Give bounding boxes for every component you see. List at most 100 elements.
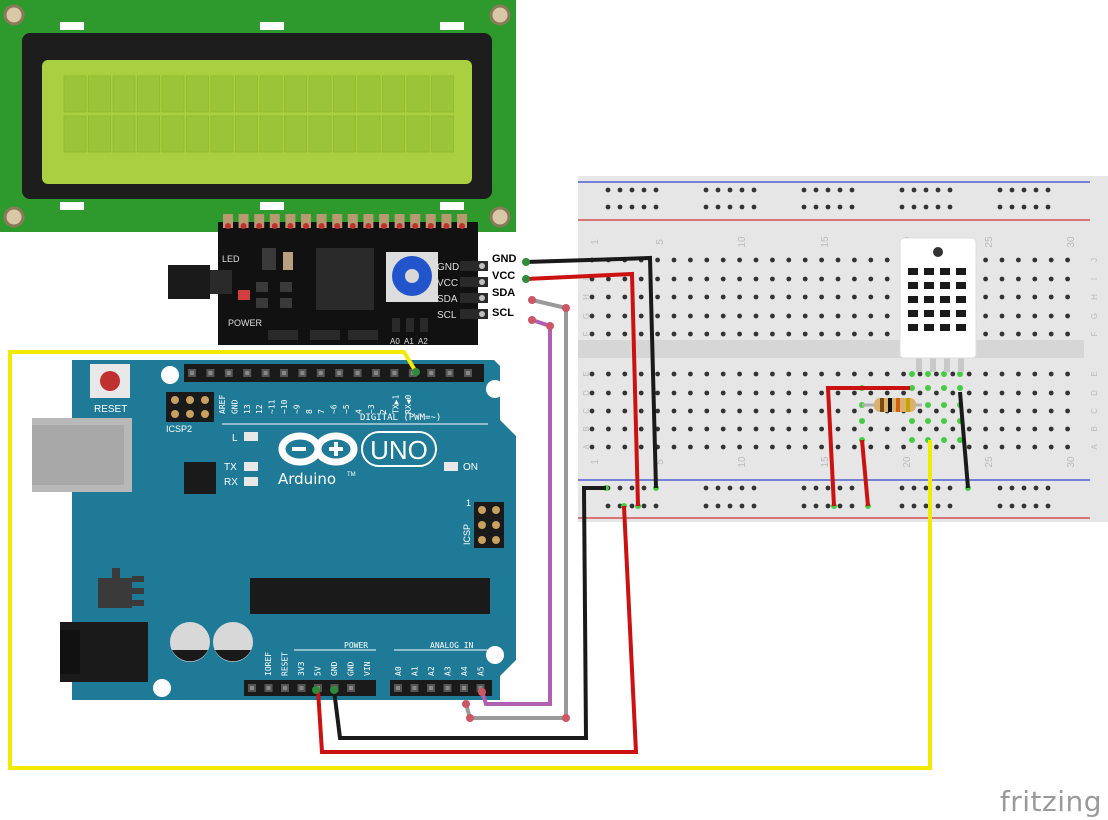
breadboard-row-letter: C <box>582 408 591 414</box>
icsp-label: ICSP <box>462 524 472 545</box>
breadboard-column-number: 20 <box>902 456 913 468</box>
breadboard-column-number: 10 <box>737 456 748 468</box>
wire-red-sensor <box>860 439 870 507</box>
breadboard-column-number: 15 <box>820 456 831 468</box>
l-label: L <box>232 433 238 444</box>
icsp2-label: ICSP2 <box>166 424 192 434</box>
arduino-pin-label: TX▶1 <box>392 395 401 414</box>
rx-label: RX <box>224 477 238 488</box>
arduino-pin-label: GND <box>347 661 356 676</box>
arduino-pin-label: A5 <box>477 666 486 676</box>
lcd-display <box>0 0 516 232</box>
svg-text:VCC: VCC <box>437 278 458 289</box>
breadboard-row-letter: J <box>1090 258 1099 262</box>
arduino-pin-label: 2 <box>379 409 388 414</box>
svg-text:SCL: SCL <box>437 310 457 321</box>
i2c-address-label: A1 <box>404 337 414 346</box>
svg-text:GND: GND <box>437 262 459 273</box>
breadboard-row-letter: E <box>1090 371 1099 376</box>
breadboard-row-letter: D <box>582 390 591 396</box>
breadboard-row-letter: C <box>1090 408 1099 414</box>
arduino-pin-label: GND <box>330 661 339 676</box>
arduino-pin-label: ~11 <box>268 399 277 414</box>
digital-header: DIGITAL (PWM=~) <box>360 413 441 423</box>
arduino-pin-label: 7 <box>317 409 326 414</box>
wire-red-i2c-vcc <box>525 271 640 507</box>
breadboard-row-letter: G <box>582 313 591 319</box>
arduino-pin-label: A1 <box>411 666 420 676</box>
i2c-pin-gnd-label: GND <box>492 253 517 265</box>
arduino-pin-label: ~10 <box>280 399 289 414</box>
i2c-address-label: A0 <box>390 337 400 346</box>
i2c-address-label: A2 <box>418 337 428 346</box>
arduino-pin-label: AREF <box>218 395 227 414</box>
breadboard-column-number: 5 <box>655 459 666 465</box>
icsp-pin1-label: 1 <box>466 498 471 508</box>
breadboard-row-letter: F <box>582 331 591 336</box>
breadboard-column-number: 1 <box>590 239 601 245</box>
breadboard-row-letter: A <box>1090 444 1099 450</box>
resistor <box>862 398 922 412</box>
breadboard-column-number: 1 <box>590 459 601 465</box>
arduino-pin-label: 4 <box>354 409 363 414</box>
i2c-pin-labels: GND VCC SDA SCL <box>492 253 517 319</box>
breadboard-row-letter: G <box>1090 313 1099 319</box>
arduino-pin-label: ~3 <box>367 404 376 414</box>
breadboard-column-number: 30 <box>1066 236 1077 248</box>
breadboard-row-letter: B <box>582 426 591 431</box>
arduino-pin-label: RX◀0 <box>404 395 413 414</box>
wire-yellow <box>8 350 932 770</box>
arduino-pin-label: 13 <box>243 404 252 414</box>
arduino-pin-label: IOREF <box>264 652 273 676</box>
dht22-sensor <box>899 237 977 372</box>
breadboard-column-number: 15 <box>820 236 831 248</box>
tx-label: TX <box>224 462 237 473</box>
breadboard-row-letter: H <box>582 294 591 300</box>
uno-label: UNO <box>370 435 428 465</box>
wire-black-sensor-gnd <box>958 391 970 489</box>
power-header: POWER <box>344 641 368 650</box>
reset-label: RESET <box>94 404 127 415</box>
wire-red-resistor <box>825 386 910 507</box>
arduino-brand-label: Arduino <box>278 470 336 488</box>
arduino-pin-label: 12 <box>255 404 264 414</box>
wire-black-i2c-gnd <box>525 255 658 489</box>
i2c-pin-scl-label: SCL <box>492 307 514 319</box>
arduino-pin-label: ~5 <box>342 404 351 414</box>
arduino-logo <box>278 432 358 466</box>
arduino-pin-label: ~6 <box>330 404 339 414</box>
breadboard-row-letter: D <box>1090 390 1099 396</box>
arduino-pin-label: 3V3 <box>297 661 306 676</box>
arduino-pin-label: A4 <box>460 666 469 676</box>
i2c-pin-vcc-label: VCC <box>492 270 515 282</box>
on-label: ON <box>463 462 478 473</box>
breadboard-row-letter: E <box>582 371 591 376</box>
power-label: POWER <box>228 318 263 328</box>
arduino-pin-label: 5V <box>314 666 323 676</box>
arduino-pin-label: A0 <box>394 666 403 676</box>
arduino-pin-label: 8 <box>305 409 314 414</box>
wire-red-5v <box>316 505 639 754</box>
breadboard-column-number: 30 <box>1066 456 1077 468</box>
arduino-pin-label: VIN <box>363 661 372 676</box>
lcd-character-grid <box>63 75 454 153</box>
wires <box>8 255 970 770</box>
wire-endpoints <box>312 258 570 722</box>
breadboard-row-letter: I <box>1090 278 1099 280</box>
arduino-pin-label: A3 <box>444 666 453 676</box>
breadboard-column-number: 25 <box>984 456 995 468</box>
svg-text:SDA: SDA <box>437 294 458 305</box>
breadboard-row-letter: B <box>1090 426 1099 431</box>
wire-purple-scl <box>480 318 552 706</box>
tm-label: TM <box>347 472 356 478</box>
breadboard-row-letter: H <box>1090 294 1099 300</box>
wire-black-gnd <box>332 486 606 740</box>
fritzing-brand: fritzing <box>999 785 1102 818</box>
arduino-pin-label: ~9 <box>292 404 301 414</box>
breadboard-column-number: 10 <box>737 236 748 248</box>
i2c-pin-sda-label: SDA <box>492 287 515 299</box>
breadboard-row-letter: I <box>582 278 591 280</box>
breadboard-row-letter: A <box>582 444 591 450</box>
